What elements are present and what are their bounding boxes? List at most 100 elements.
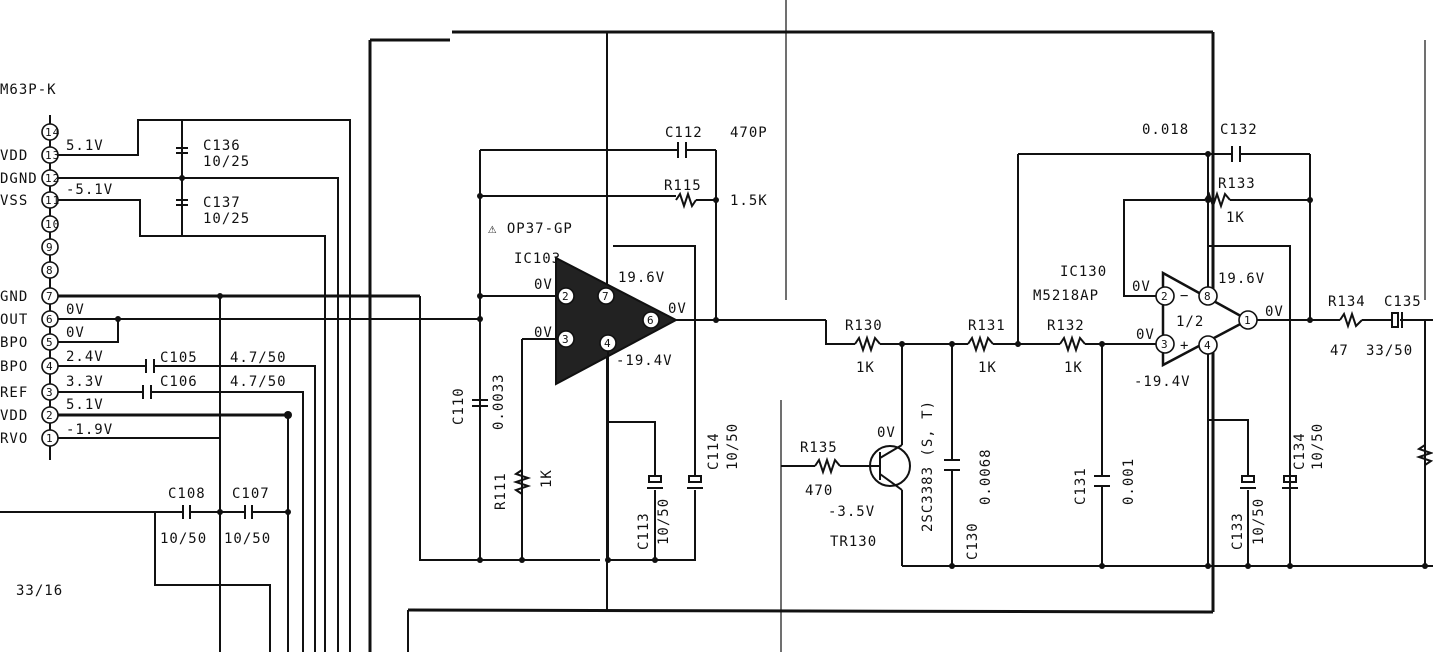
c110-ref: C110 (451, 387, 467, 425)
r130-value: 1K (856, 360, 875, 376)
capacitor-c112: C112 470P (665, 125, 768, 158)
ic103-vin-minus: 0V (534, 277, 553, 293)
connector-pin-8: 8 (46, 264, 54, 277)
resistor-r131: R131 1K (967, 318, 1006, 376)
r111-ref: R111 (493, 472, 509, 510)
r134-ref: R134 (1328, 294, 1366, 310)
capacitor-c114: C114 10/50 (687, 423, 741, 489)
r132-ref: R132 (1047, 318, 1085, 334)
ic103-pins: 2 3 7 4 6 (557, 287, 660, 352)
ic103-ref: IC103 (514, 251, 561, 267)
c132-value: 0.018 (1142, 122, 1189, 138)
capacitor-c113: C113 10/50 (636, 475, 672, 550)
r135-ref: R135 (800, 440, 838, 456)
connector-pin-10: 10 (45, 218, 60, 231)
connector-pin-1: 1 (46, 432, 54, 445)
c106-ref: C106 (160, 374, 198, 390)
connector-pin-14: 14 (45, 126, 60, 139)
capacitor-c131: C131 0.001 (1073, 458, 1137, 505)
ic103-pin-4: 4 (604, 337, 612, 350)
resistor-r130: R130 1K (845, 318, 882, 376)
filter-stage (781, 153, 1433, 569)
c132-ref: C132 (1220, 122, 1258, 138)
connector-pin-9: 9 (46, 241, 54, 254)
connector-pins: 14 13 12 11 10 9 8 7 6 5 4 3 2 1 (41, 123, 60, 447)
c137-ref: C137 (203, 195, 241, 211)
capacitor-c133: C133 10/50 (1230, 475, 1267, 550)
ic103-opamp-symbol (555, 256, 679, 386)
connector-pin-13: 13 (45, 149, 60, 162)
capacitor-c107: C107 10/50 (224, 486, 271, 547)
c134-value: 10/50 (1310, 423, 1326, 470)
ic130-vpos: 19.6V (1218, 271, 1265, 287)
c130-ref: C130 (965, 522, 981, 560)
c105-ref: C105 (160, 350, 198, 366)
connector-wiring (0, 119, 600, 652)
ic130-section: 1/2 (1176, 314, 1204, 330)
ic103-vpos: 19.6V (618, 270, 665, 286)
r133-ref: R133 (1218, 176, 1256, 192)
voltage-pin1: -1.9V (66, 422, 113, 438)
r131-ref: R131 (968, 318, 1006, 334)
ic130-plus-sign: + (1180, 338, 1189, 354)
ic130-ref: IC130 (1060, 264, 1107, 280)
capacitor-c110: C110 0.0033 (451, 373, 507, 430)
voltage-pin4: 2.4V (66, 349, 104, 365)
resistor-r134: R134 47 (1328, 294, 1366, 359)
r111-value: 1K (539, 469, 555, 488)
c135-value: 33/50 (1366, 343, 1413, 359)
resistor-r132: R132 1K (1047, 318, 1086, 376)
r135-value: 470 (805, 483, 833, 499)
connector: M63P-K 14 13 12 11 10 9 8 7 6 5 4 3 2 1 … (0, 82, 113, 460)
capacitor-c108: C108 10/50 (160, 486, 206, 547)
c114-ref: C114 (706, 432, 722, 470)
voltage-pin11: -5.1V (66, 182, 113, 198)
pin-label-vdd13: VDD (0, 148, 28, 164)
r132-value: 1K (1064, 360, 1083, 376)
transistor-tr130: 0V -3.5V TR130 2SC3383 (S, T) (828, 400, 936, 550)
pin-label-vdd2: VDD (0, 408, 28, 424)
ic103-vneg: -19.4V (616, 353, 673, 369)
r133-value: 1K (1226, 210, 1245, 226)
connector-pin-12: 12 (45, 172, 60, 185)
c135-ref: C135 (1384, 294, 1422, 310)
pin-label-gnd: GND (0, 289, 28, 305)
connector-pin-3: 3 (46, 386, 54, 399)
ic130-vneg: -19.4V (1134, 374, 1191, 390)
c112-value: 470P (730, 125, 768, 141)
capacitor-c134: C134 10/50 (1282, 423, 1326, 489)
connector-pin-4: 4 (46, 360, 54, 373)
c107-ref: C107 (232, 486, 270, 502)
c133-ref: C133 (1230, 512, 1246, 550)
pin-label-rvo: RVO (0, 431, 28, 447)
tr130-vbase: -3.5V (828, 504, 875, 520)
capacitor-c136: C136 10/25 (176, 138, 250, 170)
ic103-stage: ⚠ OP37-GP IC103 2 3 7 4 6 0V 0V 19.6V -1… (477, 149, 826, 563)
capacitor-left-value: 33/16 (16, 583, 63, 599)
c136-value: 10/25 (203, 154, 250, 170)
pin-label-out: OUT (0, 312, 28, 328)
c136-ref: C136 (203, 138, 241, 154)
capacitor-c130: C130 0.0068 (944, 448, 994, 560)
pin-label-ref: REF (0, 385, 28, 401)
capacitor-c135: C135 33/50 (1366, 294, 1422, 359)
ic130-pin-4: 4 (1204, 339, 1212, 352)
c112-ref: C112 (665, 125, 703, 141)
ic130-minus-sign: − (1180, 288, 1189, 304)
ic130-vout: 0V (1265, 304, 1284, 320)
capacitor-c137: C137 10/25 (176, 195, 249, 227)
capacitor-c132: 0.018 C132 (1142, 122, 1258, 162)
r131-value: 1K (978, 360, 997, 376)
ic130-pins: 2 3 8 4 1 (1155, 286, 1258, 355)
c114-value: 10/50 (725, 423, 741, 470)
ic103-pin-6: 6 (647, 314, 655, 327)
capacitor-c105: C105 4.7/50 (145, 350, 286, 373)
voltage-pin6: 0V (66, 302, 85, 318)
c107-value: 10/50 (224, 531, 271, 547)
board-outline (368, 0, 1426, 652)
voltage-pin3: 3.3V (66, 374, 104, 390)
voltage-pin2: 5.1V (66, 397, 104, 413)
c133-value: 10/50 (1251, 498, 1267, 545)
r115-ref: R115 (664, 178, 702, 194)
